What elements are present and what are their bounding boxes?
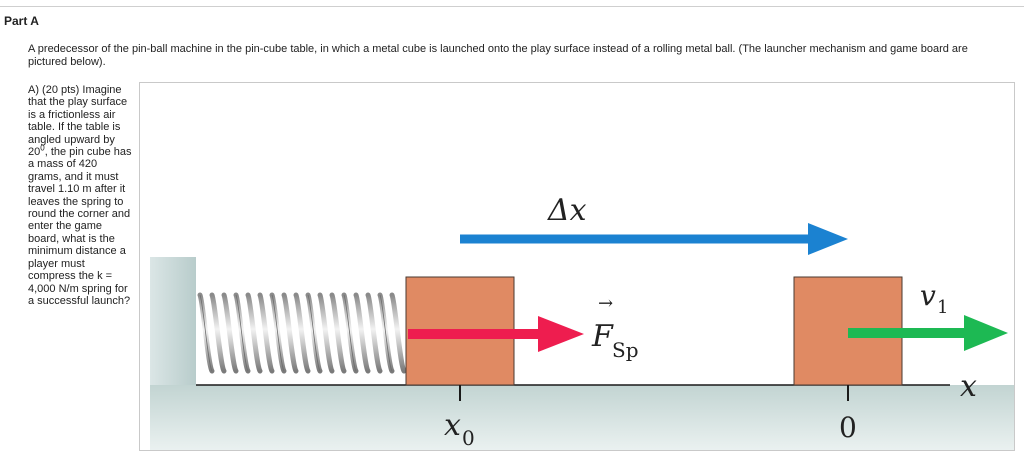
top-divider <box>0 6 1024 7</box>
launcher-wall <box>150 257 196 389</box>
question-text: A) (20 pts) Imagine that the play surfac… <box>28 84 132 307</box>
delta-x-arrow-head <box>808 223 848 255</box>
force-arrow-head <box>538 316 584 352</box>
velocity-symbol: v <box>920 279 936 312</box>
table-surface <box>150 385 1014 450</box>
launcher-diagram: Δx → F Sp v 1 x x 0 0 <box>150 193 1014 450</box>
tick-x0-symbol: x <box>444 408 461 443</box>
velocity-arrow-head <box>964 315 1008 351</box>
part-title: Part A <box>4 14 39 28</box>
spring <box>197 292 407 374</box>
delta-x-label: Δx <box>547 193 587 228</box>
degree-mark: 0 <box>40 143 45 153</box>
question-text-after: , the pin cube has a mass of 420 grams, … <box>28 146 132 307</box>
question-text-before: A) (20 pts) Imagine that the play surfac… <box>28 84 128 159</box>
tick-x0-subscript: 0 <box>462 426 475 450</box>
force-symbol: F <box>591 319 614 354</box>
force-subscript: Sp <box>612 338 639 362</box>
force-arrow-mark: → <box>598 293 613 314</box>
problem-intro: A predecessor of the pin-ball machine in… <box>28 43 968 68</box>
velocity-subscript: 1 <box>937 297 948 318</box>
axis-x-label: x <box>960 369 977 404</box>
tick-zero-label: 0 <box>839 411 857 444</box>
launcher-figure: Δx → F Sp v 1 x x 0 0 <box>139 82 1015 451</box>
spring-outline <box>199 294 393 372</box>
